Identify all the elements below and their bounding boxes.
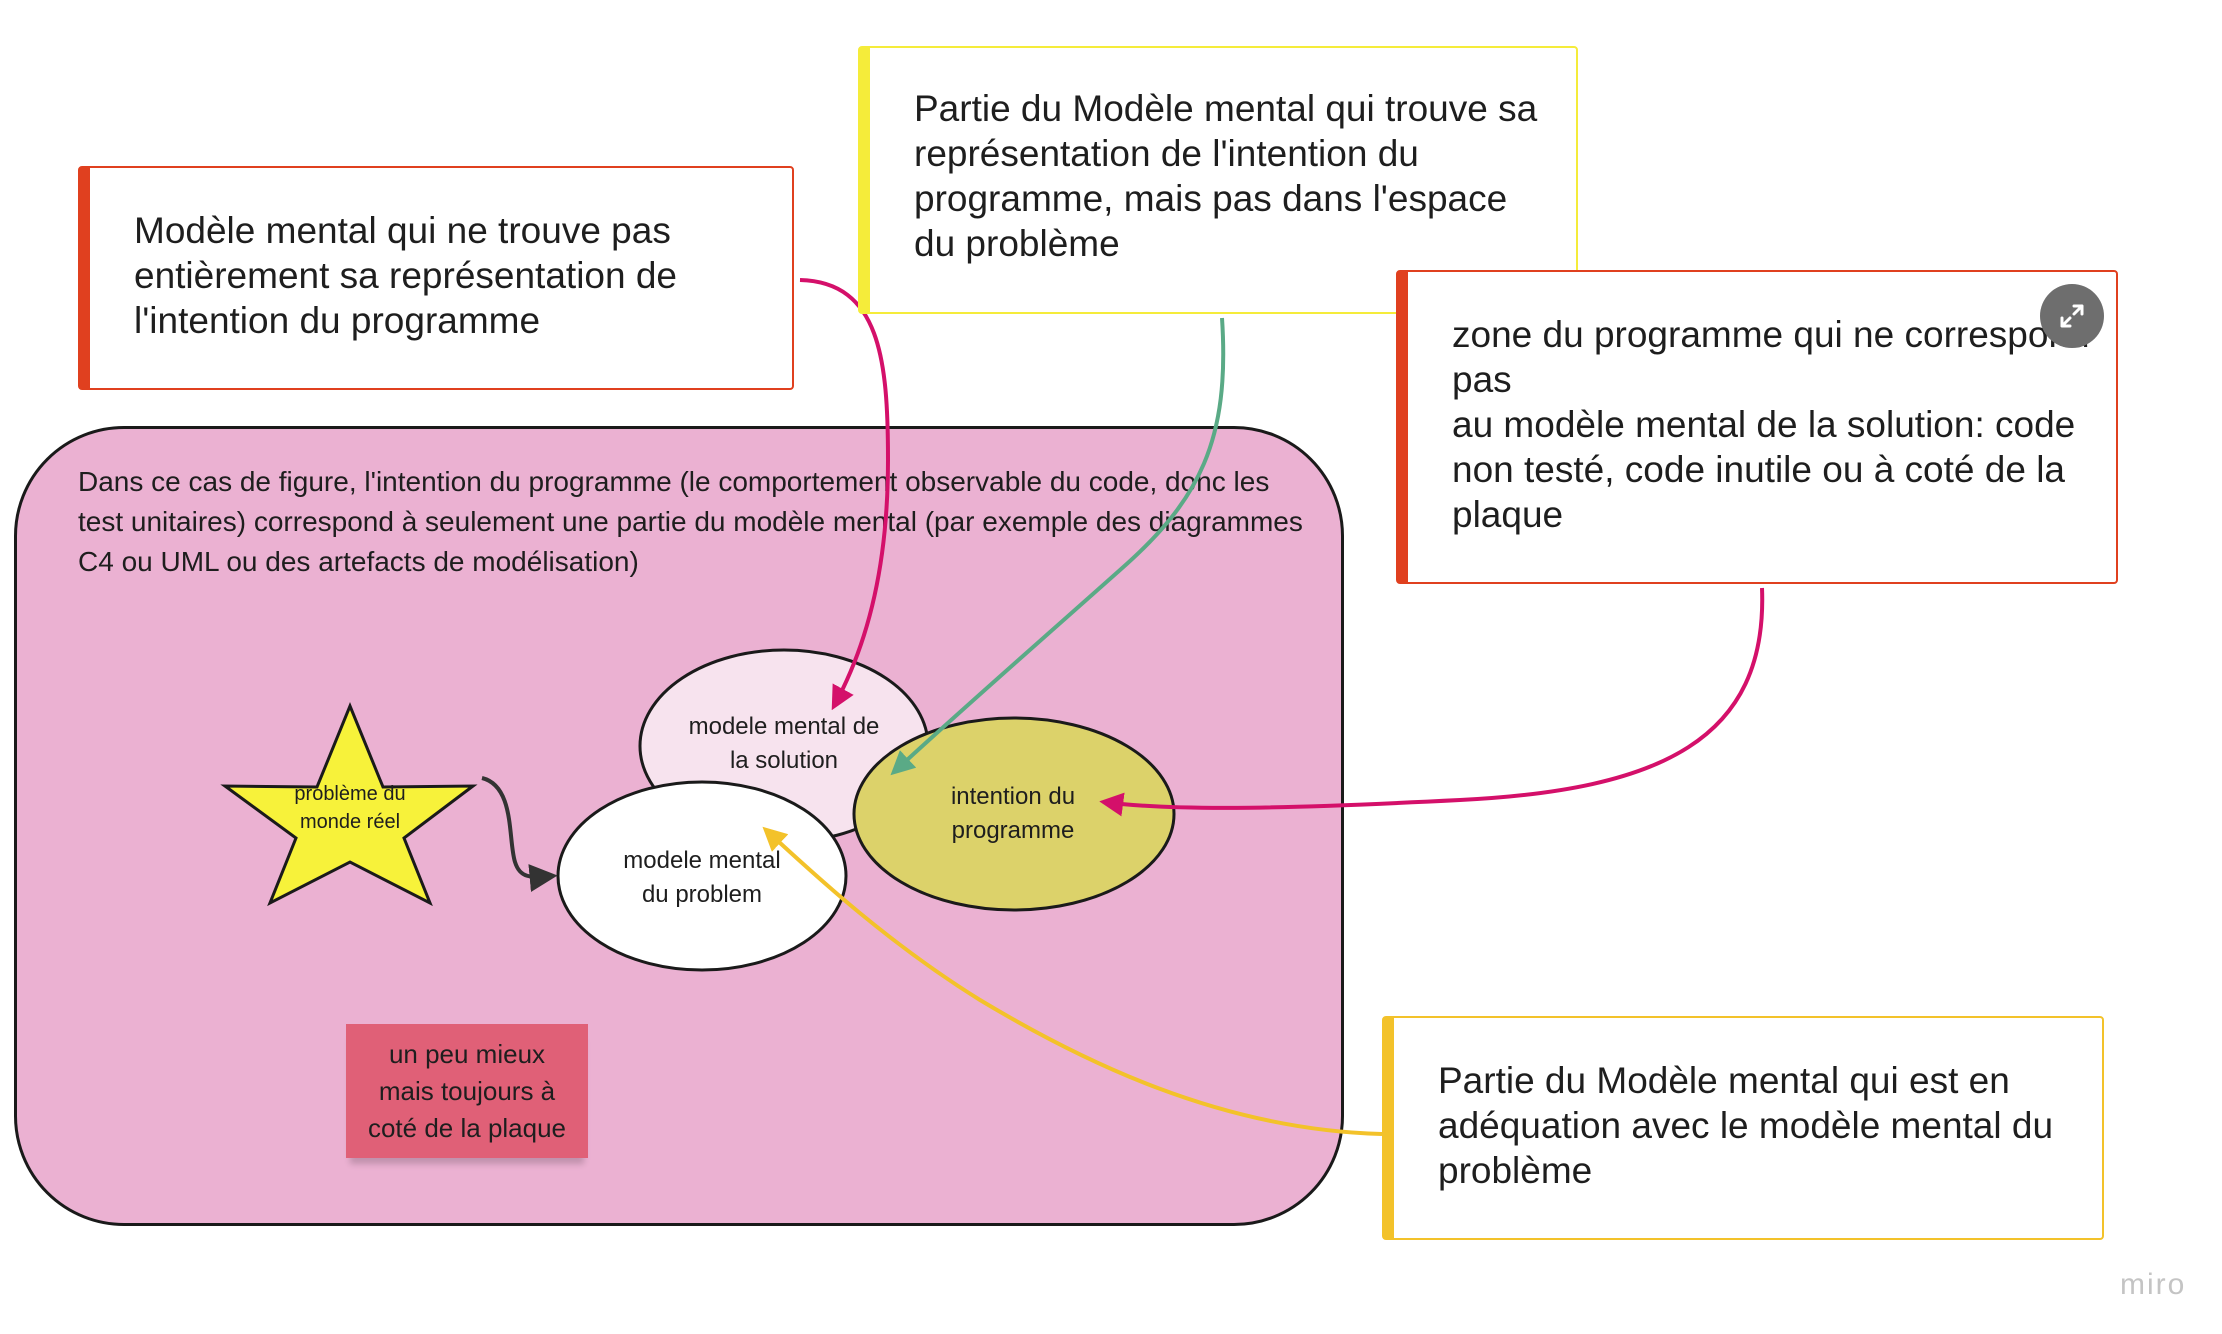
arrow-bottom-card-to-problem[interactable] <box>762 826 1383 1136</box>
ellipse-solution-label: modele mental de la solution <box>688 713 880 774</box>
card-mental-model-adequate[interactable]: Partie du Modèle mental qui est en adéqu… <box>1382 1016 2104 1240</box>
card-bottom-text: Partie du Modèle mental qui est en adéqu… <box>1438 1060 2054 1191</box>
card-mental-model-partial[interactable]: Modèle mental qui ne trouve pas entièrem… <box>78 166 794 390</box>
ellipse-problem-label: modele mental du problem <box>623 847 781 908</box>
sticky-note[interactable]: un peu mieux mais toujours à coté de la … <box>346 1024 588 1158</box>
card-right-text: zone du programme qui ne correspond pas … <box>1452 314 2090 535</box>
arrow-top-card-to-overlap[interactable] <box>890 317 1226 776</box>
card-left-text: Modèle mental qui ne trouve pas entièrem… <box>134 210 678 341</box>
sticky-note-text: un peu mieux mais toujours à coté de la … <box>367 1038 567 1143</box>
arrow-right-card-to-intention[interactable] <box>1099 587 1765 817</box>
miro-watermark: miro <box>2120 1268 2187 1301</box>
expand-icon <box>2060 304 2084 328</box>
card-program-zone[interactable]: zone du programme qui ne correspond pas … <box>1396 270 2118 584</box>
arrow-star-to-problem[interactable] <box>481 776 558 892</box>
card-top-text: Partie du Modèle mental qui trouve sa re… <box>914 88 1538 264</box>
card-mental-model-not-problem[interactable]: Partie du Modèle mental qui trouve sa re… <box>858 46 1578 314</box>
frame-description: Dans ce cas de figure, l'intention du pr… <box>78 466 1303 577</box>
arrow-left-card-to-solution[interactable] <box>799 278 891 711</box>
expand-button[interactable] <box>2040 284 2104 348</box>
ellipse-intention[interactable] <box>852 716 1176 912</box>
star-shape[interactable] <box>220 702 478 907</box>
star-label: problème du monde réel <box>294 783 406 833</box>
ellipse-intention-label: intention du programme <box>950 783 1076 844</box>
